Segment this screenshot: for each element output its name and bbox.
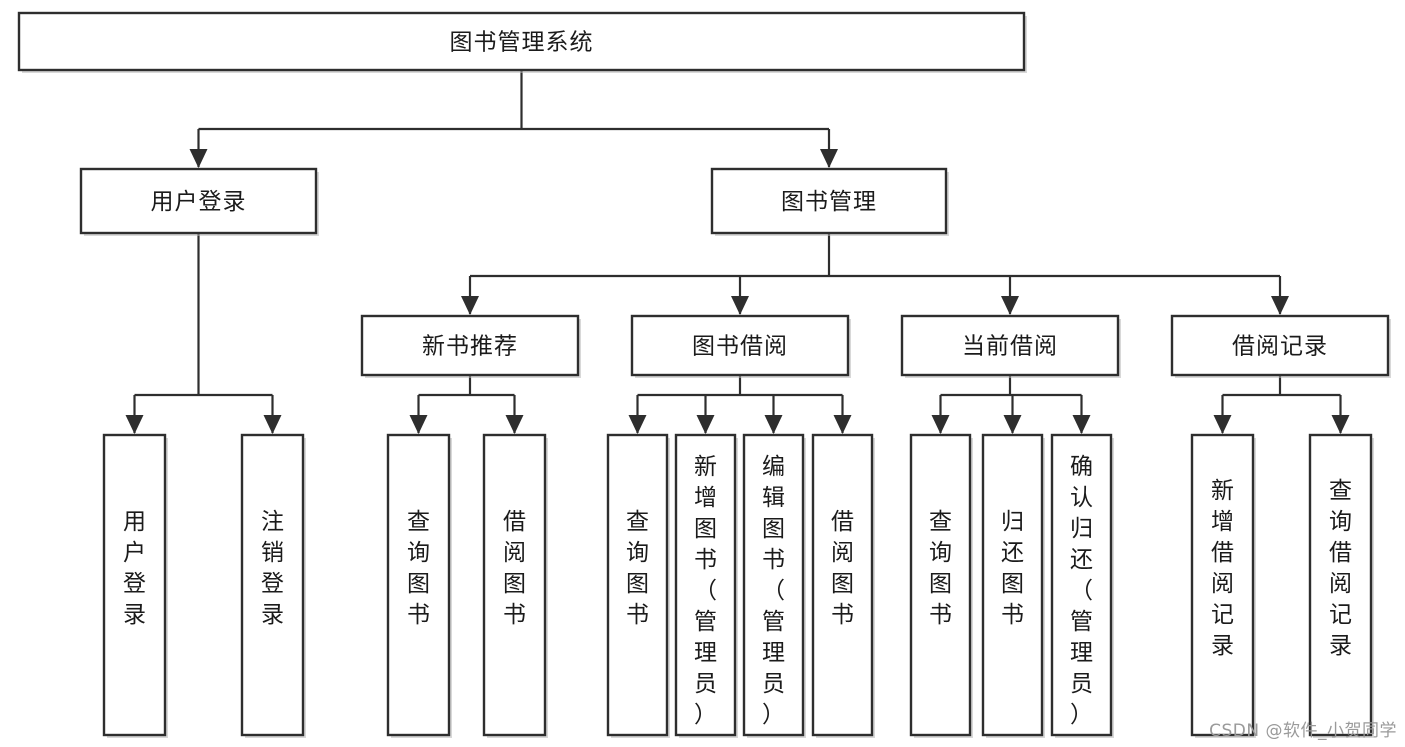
node-leaf-query-book-1[interactable]: 查询图书 xyxy=(386,433,452,738)
node-leaf-edit-book[interactable]: 编辑图书（管理员） xyxy=(742,433,806,738)
node-book-borrow[interactable]: 图书借阅 xyxy=(630,314,851,378)
node-leaf-borrow-book-1[interactable]: 借阅图书 xyxy=(482,433,548,738)
node-rect[interactable] xyxy=(360,314,580,377)
node-layer: 图书管理系统用户登录图书管理新书推荐图书借阅当前借阅借阅记录用户登录注销登录查询… xyxy=(17,11,1391,738)
node-rect[interactable] xyxy=(981,433,1044,737)
node-rect[interactable] xyxy=(742,433,805,737)
node-label: 新书推荐 xyxy=(422,334,518,360)
node-leaf-user-logout[interactable]: 注销登录 xyxy=(240,433,306,738)
node-label: 新增借阅记录 xyxy=(1211,478,1234,659)
node-label: 查询借阅记录 xyxy=(1329,478,1352,659)
arrow-head-icon xyxy=(931,415,950,434)
node-label: 借阅记录 xyxy=(1232,334,1328,360)
node-label: 查询图书 xyxy=(626,509,649,628)
node-leaf-add-book[interactable]: 新增图书（管理员） xyxy=(674,433,738,738)
node-label: 确认归还（管理员） xyxy=(1070,454,1093,728)
arrow-head-icon xyxy=(1003,415,1022,434)
arrow-head-icon xyxy=(820,149,838,168)
node-label: 查询图书 xyxy=(929,509,952,628)
node-user-login[interactable]: 用户登录 xyxy=(79,167,319,236)
node-rect[interactable] xyxy=(900,314,1120,377)
arrow-head-icon xyxy=(505,415,524,434)
connector-group-book-manage xyxy=(461,233,1289,315)
node-label: 借阅图书 xyxy=(503,509,526,628)
arrow-head-icon xyxy=(1001,296,1019,315)
arrow-head-icon xyxy=(833,415,852,434)
arrow-head-icon xyxy=(764,415,783,434)
arrow-head-icon xyxy=(1213,415,1232,434)
connector-group-borrow-records xyxy=(1213,375,1350,434)
node-rect[interactable] xyxy=(482,433,547,737)
arrow-head-icon xyxy=(263,415,282,434)
arrow-head-icon xyxy=(628,415,647,434)
node-leaf-confirm-return[interactable]: 确认归还（管理员） xyxy=(1050,433,1114,738)
node-leaf-return-book[interactable]: 归还图书 xyxy=(981,433,1045,738)
node-rect[interactable] xyxy=(17,11,1026,72)
node-rect[interactable] xyxy=(674,433,737,737)
arrow-head-icon xyxy=(125,415,144,434)
arrow-head-icon xyxy=(1072,415,1091,434)
node-borrow-records[interactable]: 借阅记录 xyxy=(1170,314,1391,378)
node-rect[interactable] xyxy=(1170,314,1390,377)
node-rect[interactable] xyxy=(1308,433,1373,737)
node-leaf-add-record[interactable]: 新增借阅记录 xyxy=(1190,433,1256,738)
node-label: 图书管理系统 xyxy=(450,30,594,56)
arrow-head-icon xyxy=(696,415,715,434)
connector-group-user-login xyxy=(125,233,282,434)
node-label: 归还图书 xyxy=(1001,509,1024,628)
node-book-manage[interactable]: 图书管理 xyxy=(710,167,949,236)
node-rect[interactable] xyxy=(79,167,318,235)
node-rect[interactable] xyxy=(102,433,167,737)
node-rect[interactable] xyxy=(909,433,972,737)
node-label: 借阅图书 xyxy=(831,509,854,628)
node-rect[interactable] xyxy=(386,433,451,737)
arrow-head-icon xyxy=(1331,415,1350,434)
node-rect[interactable] xyxy=(240,433,305,737)
node-label: 编辑图书（管理员） xyxy=(762,454,785,728)
arrow-head-icon xyxy=(189,149,208,168)
node-leaf-user-login[interactable]: 用户登录 xyxy=(102,433,168,738)
node-rect[interactable] xyxy=(1050,433,1113,737)
connector-layer xyxy=(125,70,1350,434)
connector-group-book-borrow xyxy=(628,375,852,434)
connector-group-current-borrow xyxy=(931,375,1091,434)
node-rect[interactable] xyxy=(811,433,874,737)
node-leaf-query-book-2[interactable]: 查询图书 xyxy=(606,433,670,738)
node-leaf-query-book-3[interactable]: 查询图书 xyxy=(909,433,973,738)
node-rect[interactable] xyxy=(630,314,850,377)
node-label: 图书借阅 xyxy=(692,334,788,360)
node-root[interactable]: 图书管理系统 xyxy=(17,11,1027,73)
arrow-head-icon xyxy=(1271,296,1289,315)
node-label: 用户登录 xyxy=(151,189,247,215)
node-label: 查询图书 xyxy=(407,509,430,628)
node-rect[interactable] xyxy=(606,433,669,737)
node-label: 用户登录 xyxy=(123,509,146,628)
connector-group-new-book-recommend xyxy=(409,375,524,434)
node-rect[interactable] xyxy=(710,167,948,235)
node-rect[interactable] xyxy=(1190,433,1255,737)
node-label: 注销登录 xyxy=(261,509,284,628)
node-new-book-recommend[interactable]: 新书推荐 xyxy=(360,314,581,378)
connector-group-root xyxy=(189,70,838,168)
arrow-head-icon xyxy=(409,415,428,434)
node-current-borrow[interactable]: 当前借阅 xyxy=(900,314,1121,378)
node-label: 图书管理 xyxy=(781,189,877,215)
node-label: 当前借阅 xyxy=(962,334,1058,360)
arrow-head-icon xyxy=(731,296,749,315)
node-leaf-borrow-book-2[interactable]: 借阅图书 xyxy=(811,433,875,738)
node-leaf-query-record[interactable]: 查询借阅记录 xyxy=(1308,433,1374,738)
arrow-head-icon xyxy=(461,296,479,315)
node-label: 新增图书（管理员） xyxy=(694,454,717,728)
